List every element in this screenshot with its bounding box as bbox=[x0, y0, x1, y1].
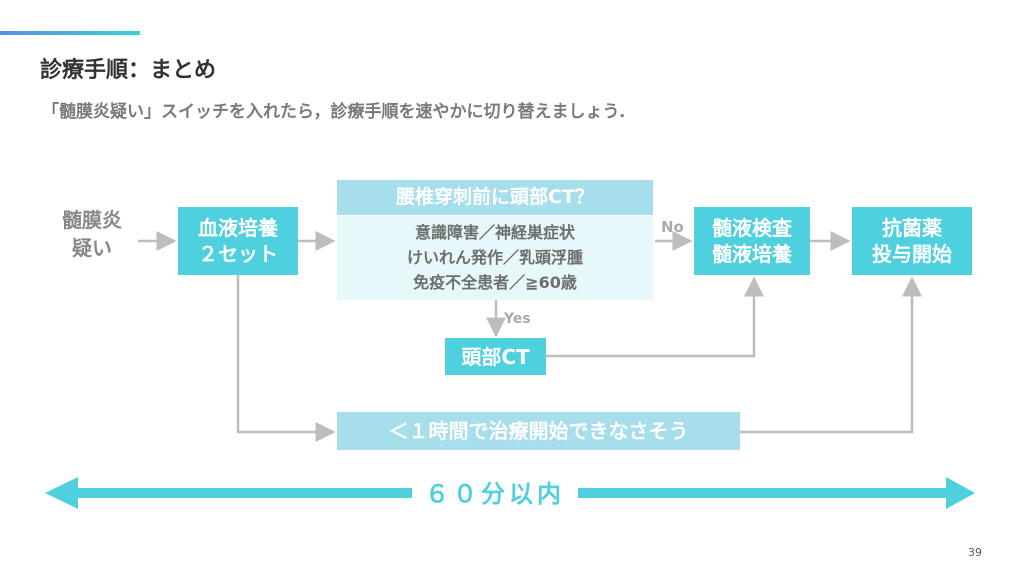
yes-label: Yes bbox=[504, 311, 531, 327]
delay-box: ＜１時間で治療開始できなさそう bbox=[337, 412, 740, 450]
csf-box: 髄液検査 髄液培養 bbox=[694, 207, 810, 275]
start-line-2: 疑い bbox=[72, 236, 112, 260]
criteria-item: 意識障害／神経巣症状 bbox=[414, 223, 575, 242]
criteria-item: 免疫不全患者／≧60歳 bbox=[413, 273, 577, 292]
start-node: 髄膜炎 疑い bbox=[52, 206, 132, 262]
criteria-box: 意識障害／神経巣症状 けいれん発作／乳頭浮腫 免疫不全患者／≧60歳 bbox=[337, 216, 653, 300]
no-label: No bbox=[661, 218, 684, 236]
page-number: 39 bbox=[968, 546, 982, 559]
antibiotics-box: 抗菌薬 投与開始 bbox=[852, 207, 972, 275]
arrow-ct-to-csf bbox=[546, 276, 764, 358]
page-subtitle: 「髄膜炎疑い」スイッチを入れたら，診療手順を速やかに切り替えましょう． bbox=[42, 102, 636, 122]
criteria-item: けいれん発作／乳頭浮腫 bbox=[406, 248, 583, 267]
accent-bar bbox=[0, 31, 140, 35]
blood-culture-box: 血液培養 ２セット bbox=[178, 207, 298, 275]
antibiotics-line-2: 投与開始 bbox=[872, 242, 952, 266]
start-line-1: 髄膜炎 bbox=[62, 208, 122, 232]
page-title: 診療手順：まとめ bbox=[40, 58, 217, 83]
timeline-label: ６０分以内 bbox=[412, 476, 578, 512]
csf-line-1: 髄液検査 bbox=[712, 216, 792, 240]
antibiotics-line-1: 抗菌薬 bbox=[882, 216, 942, 240]
csf-line-2: 髄液培養 bbox=[712, 242, 792, 266]
blood-culture-line-2: ２セット bbox=[198, 242, 278, 266]
arrow-delay-to-antibiotics bbox=[740, 276, 922, 434]
blood-culture-line-1: 血液培養 bbox=[198, 216, 278, 240]
head-ct-box: 頭部CT bbox=[445, 338, 546, 375]
ct-question-box: 腰椎穿刺前に頭部CT？ bbox=[337, 180, 653, 215]
arrow-culture-to-delay bbox=[236, 275, 336, 442]
